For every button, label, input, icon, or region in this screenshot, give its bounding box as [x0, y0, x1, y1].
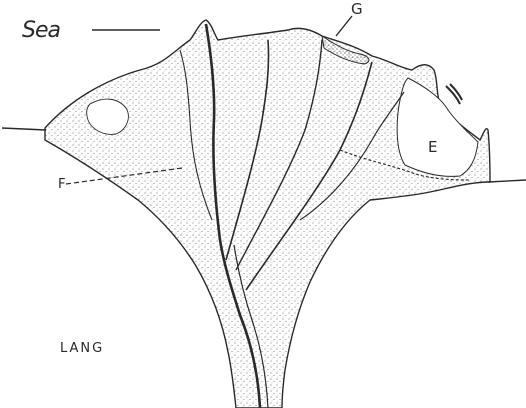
coastline-east [488, 180, 526, 182]
coastline-west [2, 128, 46, 130]
land-label: LANG [60, 342, 104, 355]
e-label: E [428, 140, 437, 155]
bar-marker [446, 84, 462, 104]
sea-label: Sea [22, 20, 60, 42]
f-label: F [58, 178, 65, 191]
g-pointer-line [336, 16, 352, 36]
g-label: G [351, 2, 363, 17]
